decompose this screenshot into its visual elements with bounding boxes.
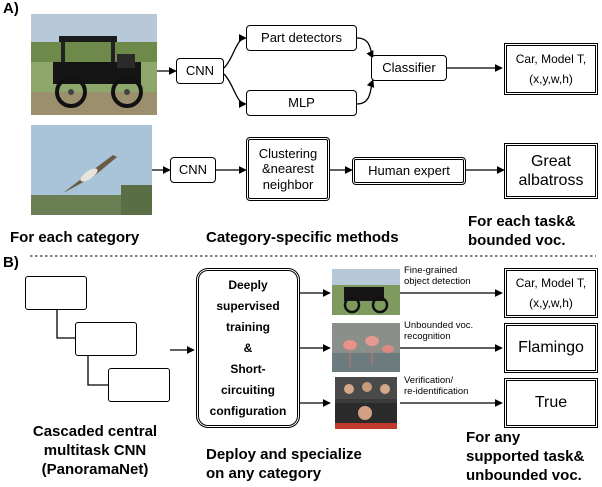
cnn-box-a2: CNN [170, 157, 216, 183]
cnn-box-a1: CNN [176, 58, 224, 84]
task-label-unbounded-voc: Unbounded voc. recognition [404, 320, 474, 342]
output-car-model-t-b: Car, Model T, (x,y,w,h) [504, 268, 598, 318]
caption-deploy-and-specialize: Deploy and specialize on any category [206, 446, 362, 482]
model-t-thumbnail [332, 269, 400, 315]
caption-each-task-bounded-voc: For each task& bounded voc. [468, 213, 576, 249]
cascade-cnn-block-3 [108, 368, 170, 402]
caption-category-specific-methods: Category-specific methods [206, 229, 399, 246]
output-car-model-t-a: Car, Model T, (x,y,w,h) [504, 43, 598, 95]
human-expert-box: Human expert [352, 157, 466, 185]
cascade-cnn-block-1 [25, 276, 87, 310]
cascade-cnn-block-2 [75, 322, 137, 356]
model-t-car-image [31, 14, 157, 115]
panel-b-label: B) [3, 254, 19, 271]
flamingo-thumbnail [332, 323, 400, 372]
output-great-albatross: Great albatross [504, 143, 598, 199]
part-detectors-box: Part detectors [246, 25, 357, 51]
albatross-image [31, 125, 152, 215]
task-label-verification: Verification/ re-identification [404, 375, 469, 397]
caption-cascaded-central-cnn: Cascaded central multitask CNN (Panorama… [32, 423, 158, 478]
output-flamingo: Flamingo [504, 323, 598, 373]
caption-for-each-category: For each category [10, 229, 140, 246]
mlp-box: MLP [246, 90, 357, 116]
deeply-supervised-training-box: Deeply supervised training & Short- circ… [196, 268, 300, 428]
classifier-box: Classifier [371, 55, 447, 81]
caption-any-supported-task: For any supported task& unbounded voc. [466, 429, 585, 484]
task-label-fine-grained: Fine-grained object detection [404, 265, 471, 287]
output-true: True [504, 378, 598, 428]
panel-a-label: A) [3, 0, 19, 17]
clustering-nearest-neighbor-box: Clustering &nearest neighbor [246, 137, 330, 201]
people-thumbnail [335, 377, 397, 429]
